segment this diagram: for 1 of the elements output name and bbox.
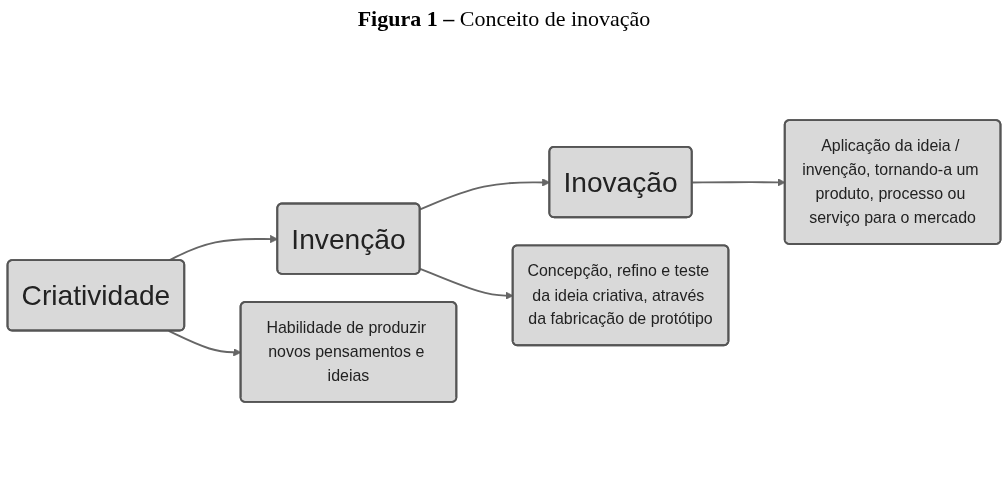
- figure-title: Figura 1 – Conceito de inovação: [356, 6, 652, 32]
